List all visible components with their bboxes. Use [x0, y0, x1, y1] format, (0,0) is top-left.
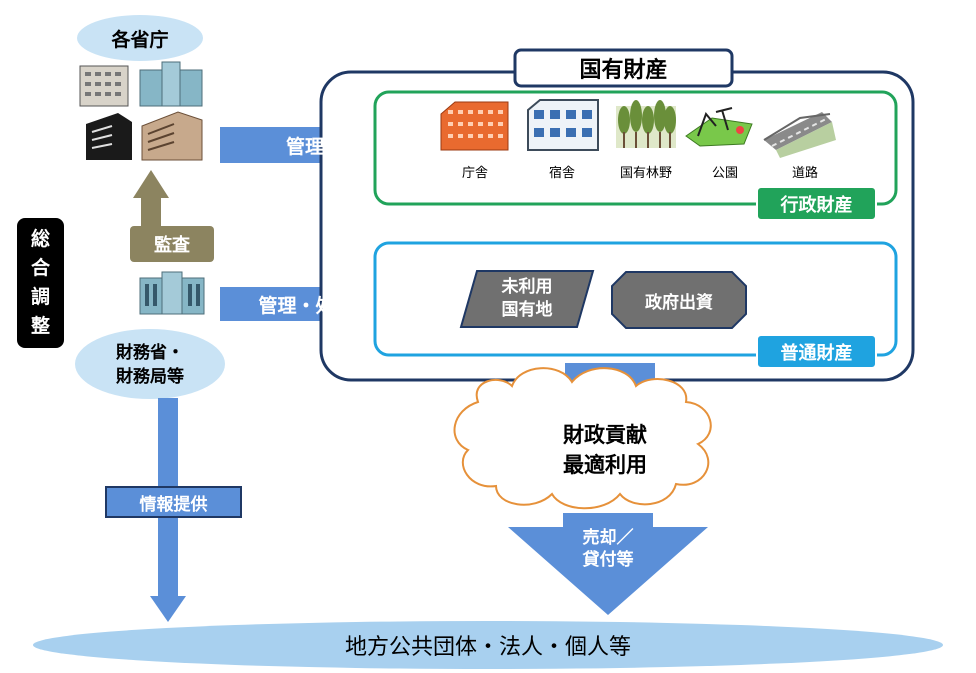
- ministry-buildings-icon: [79, 61, 203, 161]
- national-property-title: 国有財産: [579, 58, 668, 83]
- admin-item-housing: 宿舎: [548, 165, 575, 181]
- contribution-cloud: [453, 367, 712, 510]
- recipients-label: 地方公共団体・法人・個人等: [344, 635, 631, 660]
- sale-arrow: [508, 513, 708, 615]
- road-icon: [763, 112, 836, 158]
- government-office-icon: [440, 101, 509, 151]
- ministries-label: 各省庁: [111, 28, 169, 51]
- administrative-property-label: 行政財産: [780, 194, 853, 216]
- admin-item-park: 公園: [711, 165, 738, 181]
- national-forest-icon: [616, 100, 676, 148]
- audit-arrow: [133, 170, 169, 230]
- recipients-ellipse: [33, 621, 943, 669]
- ministries-oval: [77, 15, 203, 61]
- government-investment-shape: [611, 271, 747, 329]
- audit-box: [130, 226, 214, 262]
- admin-item-road: 道路: [791, 165, 818, 181]
- mof-oval: [75, 329, 225, 399]
- coordination-box: [17, 218, 64, 348]
- unused-land-shape: [459, 270, 595, 328]
- info-box: [105, 486, 242, 518]
- national-property-title-box: [513, 48, 734, 88]
- ordinary-property-label: 普通財産: [780, 342, 853, 364]
- admin-item-forest: 国有林野: [619, 165, 672, 181]
- mof-building-icon: [139, 271, 205, 315]
- unused-land-label: 未利用 国有地: [501, 277, 553, 320]
- info-label: 情報提供: [139, 494, 208, 515]
- management-disposal-label: 管理・処分: [258, 294, 354, 317]
- government-investment-label: 政府出資: [645, 292, 713, 313]
- mof-label: 財務省・ 財務局等: [116, 343, 184, 387]
- admin-item-office: 庁舎: [461, 165, 488, 181]
- official-housing-icon: [527, 99, 599, 151]
- audit-label: 監査: [154, 235, 190, 256]
- park-icon: [685, 107, 753, 147]
- contribution-label: 財政貢献 最適利用: [563, 423, 647, 477]
- ordinary-property-badge: [756, 334, 877, 369]
- sale-label: 売却／ 貸付等: [582, 528, 634, 570]
- coordination-label: 総 合 調 整: [30, 228, 50, 337]
- management-label: 管理: [285, 135, 324, 158]
- info-arrow-head: [150, 596, 186, 622]
- administrative-property-badge: [756, 186, 877, 221]
